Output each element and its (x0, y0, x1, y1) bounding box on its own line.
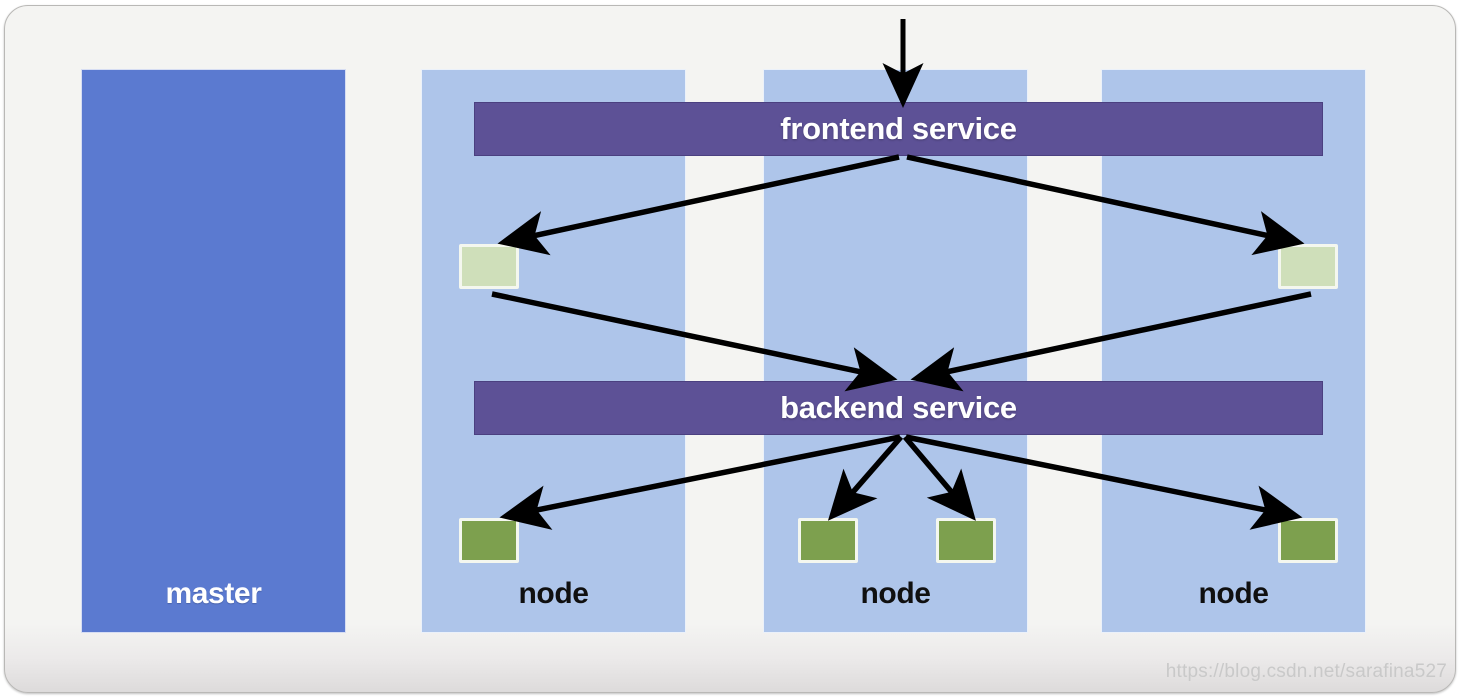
node-column-2-label: node (860, 577, 931, 610)
frontend-service-bar: frontend service (474, 102, 1323, 156)
cluster-card: master node node node frontend service b… (4, 5, 1456, 693)
backend-service-bar: backend service (474, 381, 1323, 435)
frontend-service-label: frontend service (780, 111, 1017, 146)
frontend-pod-node1 (459, 244, 519, 289)
source-watermark: https://blog.csdn.net/sarafina527 (1165, 661, 1447, 682)
backend-pod-node3 (1278, 518, 1338, 563)
backend-pod-node2-a (798, 518, 858, 563)
backend-pod-node2-b (936, 518, 996, 563)
backend-pod-node1 (459, 518, 519, 563)
master-column: master (81, 69, 346, 633)
node-column-1-label: node (518, 577, 589, 610)
backend-service-label: backend service (780, 390, 1017, 425)
node-column-3-label: node (1198, 577, 1269, 610)
frontend-pod-node3 (1278, 244, 1338, 289)
master-column-label: master (165, 577, 262, 610)
